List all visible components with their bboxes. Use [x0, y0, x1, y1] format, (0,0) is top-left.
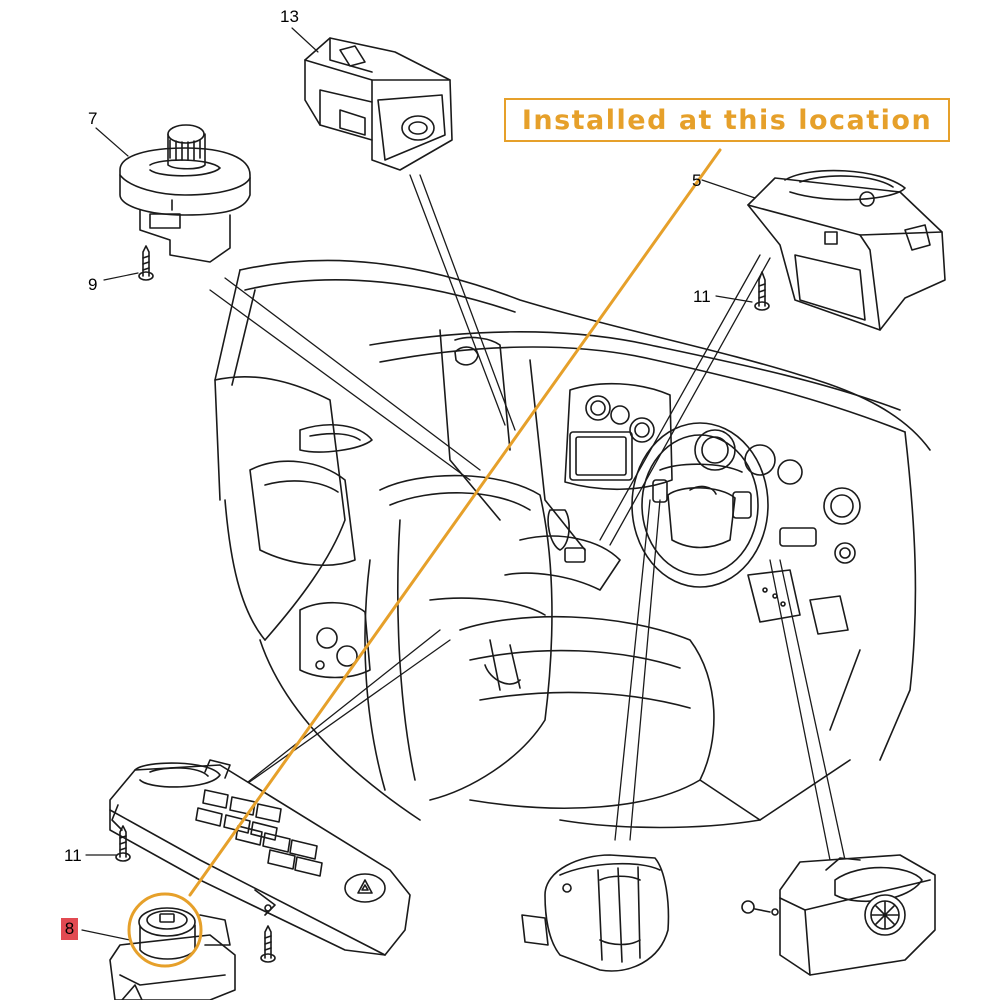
install-guide-line [188, 148, 722, 897]
part-8-start-stop-button [109, 907, 236, 1000]
part-7-knob-switch [119, 124, 251, 263]
part-13-switch-module [304, 37, 453, 171]
callout-11-top: 11 [693, 287, 711, 306]
install-indicator [127, 148, 722, 968]
hazard-button [344, 873, 386, 903]
callout-5: 5 [692, 171, 701, 190]
install-location-text: Installed at this location [521, 104, 933, 136]
air-vent-part [521, 854, 670, 972]
callout-8-highlight: 8 [61, 918, 78, 940]
part-5-switch-module [747, 169, 946, 331]
callout-7: 7 [88, 109, 97, 128]
highlight-ring [127, 892, 203, 968]
callout-13: 13 [280, 7, 299, 26]
install-location-banner: Installed at this location [504, 98, 950, 142]
screw-9-icon [138, 245, 154, 281]
right-knob-switch-part [741, 854, 936, 976]
callout-8: 8 [64, 919, 75, 938]
console-switch-panel [109, 759, 411, 956]
callout-numbers: 13 7 5 9 11 11 [64, 7, 711, 865]
callout-11-bottom: 11 [64, 846, 82, 865]
screw-icon [260, 925, 276, 963]
start-stop-button-icon [159, 913, 175, 923]
screw-11-bottom-icon [115, 825, 131, 862]
callout-leaders [81, 27, 756, 941]
callout-9: 9 [88, 275, 97, 294]
car-interior [214, 259, 931, 829]
hazard-triangle-icon [357, 879, 373, 894]
screw-11-top-icon [754, 271, 770, 311]
